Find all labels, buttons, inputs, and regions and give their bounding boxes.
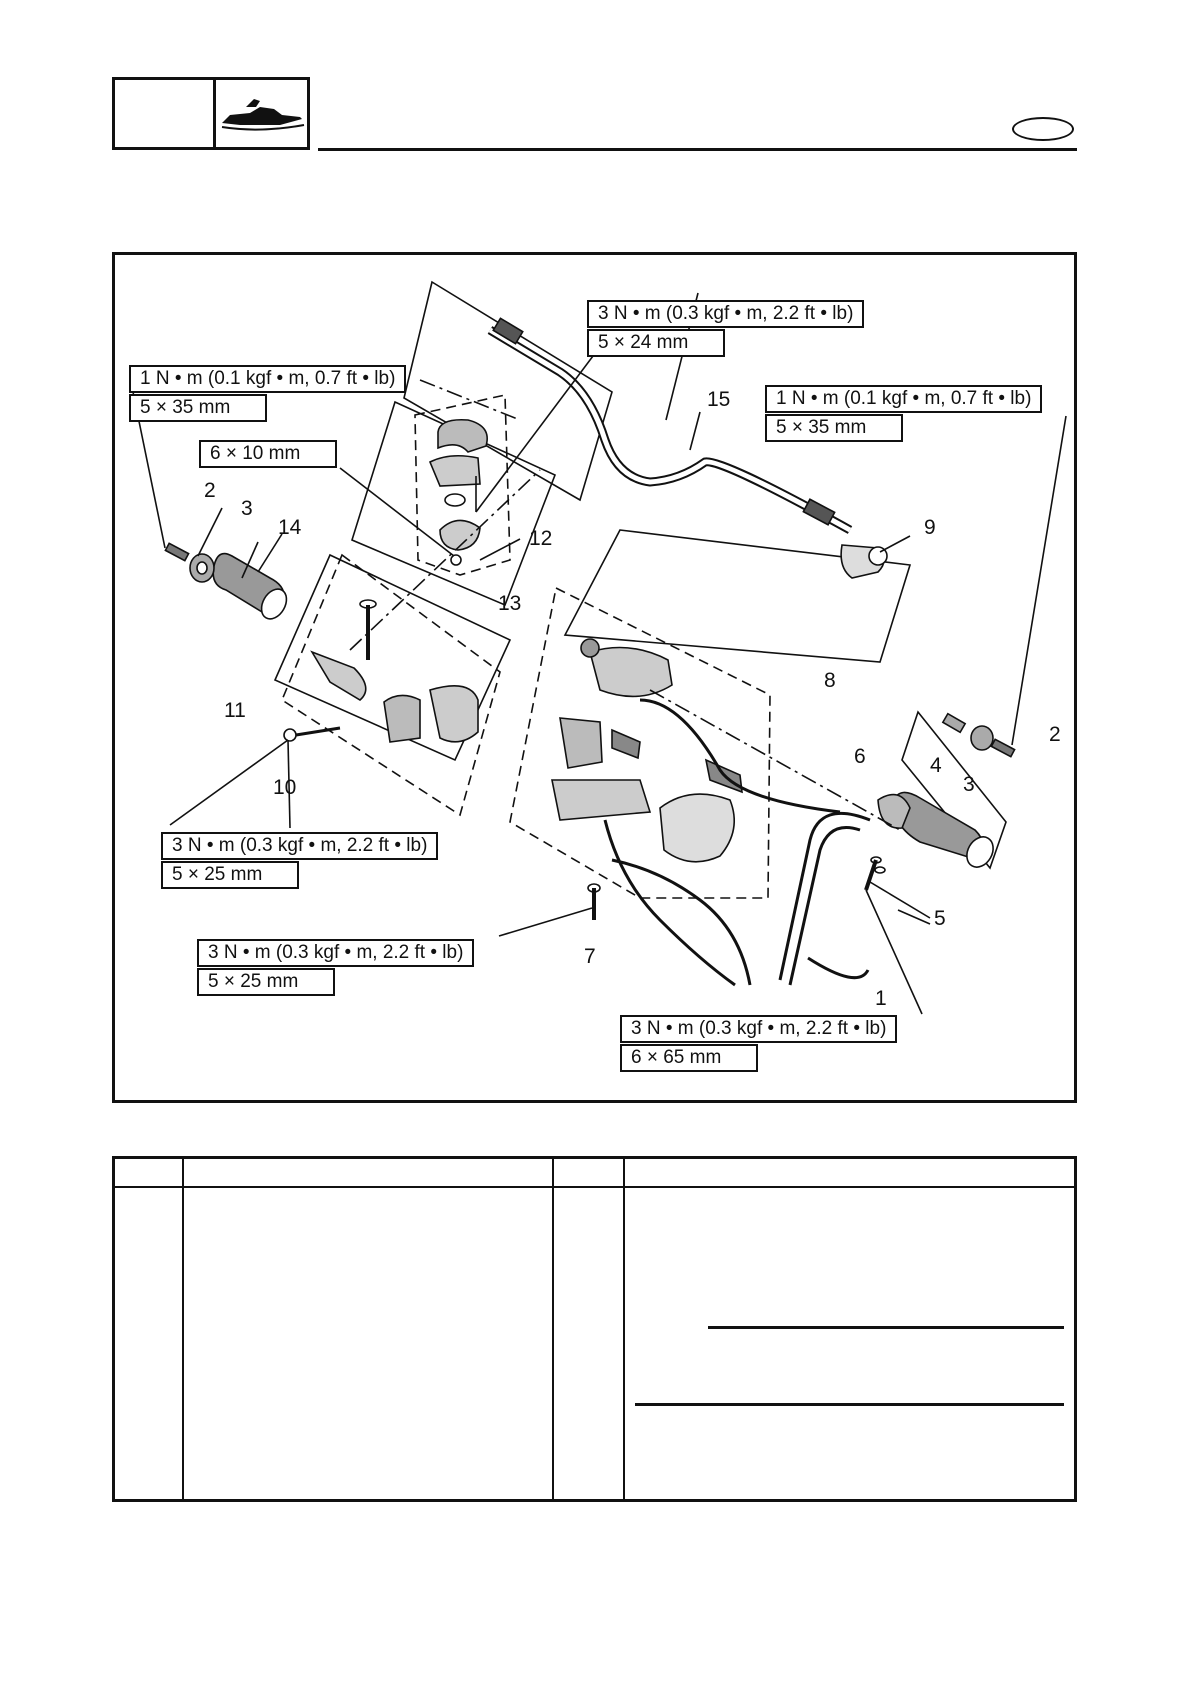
callout-14: 14 bbox=[278, 516, 302, 539]
callout-8: 8 bbox=[824, 669, 836, 692]
note-rule bbox=[708, 1326, 1064, 1329]
spec-size-s7: 6 × 65 mm bbox=[620, 1044, 758, 1072]
panel-throttle bbox=[273, 553, 512, 762]
spec-torque-s7: 3 N • m (0.3 kgf • m, 2.2 ft • lb) bbox=[620, 1015, 898, 1043]
callout-9: 9 bbox=[924, 516, 936, 539]
panel-switch bbox=[563, 529, 912, 663]
panel-right-end bbox=[901, 710, 1007, 870]
callout-6: 6 bbox=[854, 745, 866, 768]
callout-12: 12 bbox=[529, 527, 553, 550]
language-badge bbox=[1012, 117, 1074, 141]
panel-top bbox=[403, 280, 613, 502]
callout-3-right: 3 bbox=[963, 773, 975, 796]
dashed-throttle-group bbox=[281, 553, 501, 817]
callout-4: 4 bbox=[930, 754, 942, 777]
table-column-divider bbox=[552, 1159, 554, 1499]
spec-size-s2: 5 × 35 mm bbox=[129, 394, 267, 422]
spec-size-s4: 5 × 35 mm bbox=[765, 414, 903, 442]
callout-10: 10 bbox=[273, 776, 297, 799]
callout-2-left: 2 bbox=[204, 479, 216, 502]
callout-5: 5 bbox=[934, 907, 946, 930]
callout-1: 1 bbox=[875, 987, 887, 1010]
callout-2-right: 2 bbox=[1049, 723, 1061, 746]
header-rule bbox=[318, 148, 1077, 151]
spec-size-s5: 5 × 25 mm bbox=[161, 861, 299, 889]
spec-torque-s4: 1 N • m (0.1 kgf • m, 0.7 ft • lb) bbox=[765, 385, 1043, 413]
jet-ski-icon bbox=[221, 99, 305, 131]
table-header-rule bbox=[115, 1186, 1074, 1188]
exploded-diagram bbox=[112, 252, 1077, 1103]
callout-3-left: 3 bbox=[241, 497, 253, 520]
table-column-divider bbox=[182, 1159, 184, 1499]
handlebar-tube-inner bbox=[488, 327, 852, 533]
spec-torque-s5: 3 N • m (0.3 kgf • m, 2.2 ft • lb) bbox=[161, 832, 439, 860]
table-column-divider bbox=[623, 1159, 625, 1499]
spec-torque-s6: 3 N • m (0.3 kgf • m, 2.2 ft • lb) bbox=[197, 939, 475, 967]
callout-11: 11 bbox=[224, 699, 246, 722]
panel-lever bbox=[351, 400, 557, 607]
spec-torque-s1: 3 N • m (0.3 kgf • m, 2.2 ft • lb) bbox=[587, 300, 865, 328]
section-header-box bbox=[112, 77, 310, 150]
callout-13: 13 bbox=[498, 592, 522, 615]
spec-torque-s2: 1 N • m (0.1 kgf • m, 0.7 ft • lb) bbox=[129, 365, 407, 393]
spec-size-s3: 6 × 10 mm bbox=[199, 440, 337, 468]
callout-15: 15 bbox=[707, 388, 731, 411]
parts-table bbox=[112, 1156, 1077, 1502]
header-divider bbox=[213, 77, 216, 150]
callout-7: 7 bbox=[584, 945, 596, 968]
dashed-switch-group bbox=[509, 586, 771, 899]
spec-size-s6: 5 × 25 mm bbox=[197, 968, 335, 996]
spec-size-s1: 5 × 24 mm bbox=[587, 329, 725, 357]
note-rule bbox=[635, 1403, 1064, 1406]
